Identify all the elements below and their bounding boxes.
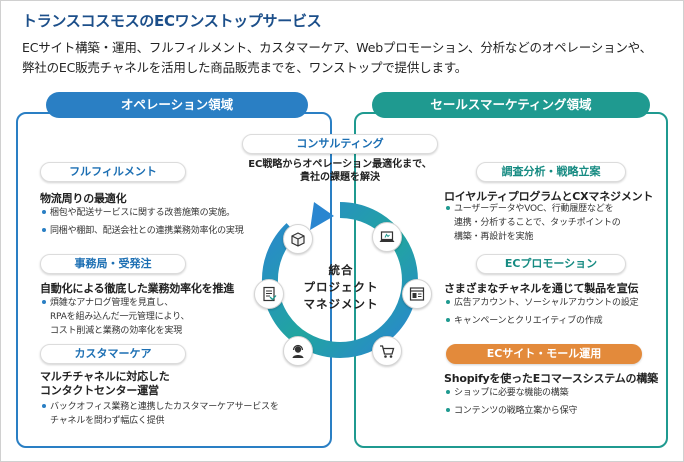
ec-promotion-heading: さまざまなチャネルを通じて製品を宣伝: [444, 282, 639, 295]
page-title: トランスコスモスのECワンストップサービス: [22, 12, 322, 30]
research-strategy-pill: 調査分析・戦略立案: [476, 162, 626, 182]
ec-site-operation-bullet-1: ショップに必要な機能の構築: [446, 386, 569, 400]
fulfillment-bullet-2: 同梱や棚卸、配送会社との連携業務効率化の実現: [42, 224, 244, 238]
consulting-description: EC戦略からオペレーション最適化まで、 貴社の課題を解決: [248, 159, 432, 183]
ec-site-operation-bullet-2: コンテンツの戦略立案から保守: [446, 404, 577, 418]
ec-site-operation-heading: Shopifyを使ったEコマースシステムの構築: [444, 372, 658, 385]
office-order-pill: 事務局・受発注: [40, 254, 186, 274]
bullet-dot: [446, 389, 450, 394]
fulfillment-bullet-1: 梱包や配送サービスに関する改善施策の実施。: [42, 206, 235, 220]
headset-icon: [283, 336, 313, 366]
bullet-dot: [42, 227, 46, 232]
checklist-icon: [254, 279, 284, 309]
box-icon: [283, 224, 313, 254]
bullet-dot: [42, 403, 46, 408]
sales-panel-header: セールスマーケティング領域: [372, 92, 650, 118]
fulfillment-pill: フルフィルメント: [40, 162, 186, 182]
ec-promotion-bullet-2: キャンペーンとクリエイティブの作成: [446, 314, 603, 328]
browser-icon: [402, 279, 432, 309]
bullet-dot: [42, 299, 46, 304]
office-order-bullet-1: 煩雑なアナログ管理を見直し、 RPAを組み込んだ一元管理により、 コスト削減と業…: [42, 296, 190, 338]
consulting-pill: コンサルティング: [242, 134, 438, 154]
bullet-dot: [446, 299, 450, 304]
intro-text: ECサイト構築・運用、フルフィルメント、カスタマーケア、Webプロモーション、分…: [22, 38, 652, 78]
integrated-pm-label: 統合 プロジェクト マネジメント: [303, 263, 379, 311]
intro-line-2: 弊社のEC販売チャネルを活用した商品販売までを、ワンストップで提供します。: [22, 60, 468, 75]
research-strategy-heading: ロイヤルティプログラムとCXマネジメント: [444, 190, 654, 203]
research-strategy-bullet-1: ユーザーデータやVOC、行動履歴などを 連携・分析することで、タッチポイントの …: [446, 202, 621, 244]
customer-care-bullet-1: バックオフィス業務と連携したカスタマーケアサービスを チャネルを問わず幅広く提供: [42, 400, 279, 428]
cart-icon: [372, 336, 402, 366]
office-order-heading: 自動化による徹底した業務効率化を推進: [40, 282, 235, 295]
ec-site-operation-pill: ECサイト・モール運用: [446, 344, 642, 364]
customer-care-heading: マルチチャネルに対応した コンタクトセンター運営: [40, 370, 170, 397]
bullet-dot: [42, 209, 46, 214]
bullet-dot: [446, 205, 450, 210]
bullet-dot: [446, 317, 450, 322]
ec-promotion-pill: ECプロモーション: [476, 254, 626, 274]
fulfillment-heading: 物流周りの最適化: [40, 192, 127, 205]
operation-panel-header: オペレーション領域: [46, 92, 308, 118]
cycle-arrow-head: [310, 202, 334, 230]
customer-care-pill: カスタマーケア: [40, 344, 186, 364]
intro-line-1: ECサイト構築・運用、フルフィルメント、カスタマーケア、Webプロモーション、分…: [22, 40, 652, 55]
laptop-icon: [372, 222, 402, 252]
bullet-dot: [446, 407, 450, 412]
ec-promotion-bullet-1: 広告アカウント、ソーシャルアカウントの設定: [446, 296, 639, 310]
